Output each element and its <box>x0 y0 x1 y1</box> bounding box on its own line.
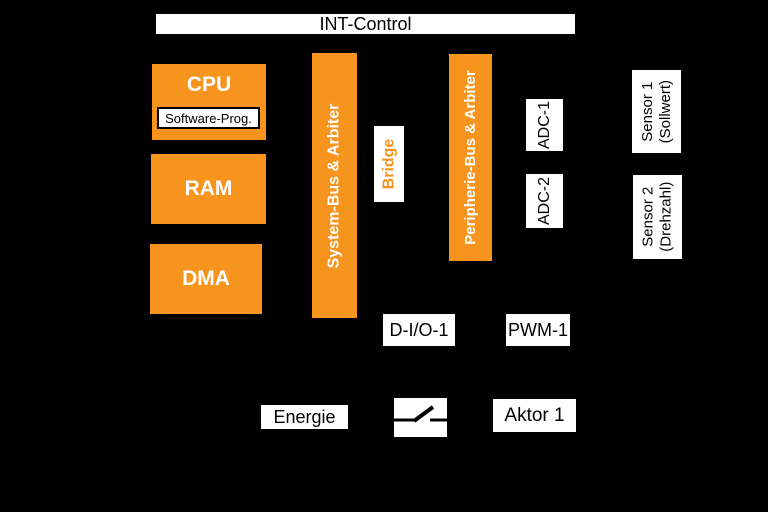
pwm1-block: PWM-1 <box>504 312 572 348</box>
sensor1-label: Sensor 1 (Sollwert) <box>639 80 674 143</box>
energie-label: Energie <box>273 406 336 427</box>
ram-label: RAM <box>184 177 233 200</box>
adc2-block: ADC-2 <box>524 172 565 230</box>
sensor2-label: Sensor 2 (Drehzahl) <box>640 182 675 252</box>
system-bus-arbiter-label: System-Bus & Arbiter <box>325 103 343 268</box>
int-control-block: INT-Control <box>154 12 577 36</box>
bridge-label: Bridge <box>380 138 398 190</box>
adc1-block: ADC-1 <box>524 97 565 153</box>
system-bus-arbiter-block: System-Bus & Arbiter <box>312 53 357 318</box>
bridge-block: Bridge <box>373 125 405 203</box>
peripheral-bus-arbiter-block: Peripherie-Bus & Arbiter <box>449 54 492 261</box>
pwm1-label: PWM-1 <box>508 319 568 340</box>
aktor1-label: Aktor 1 <box>504 404 565 426</box>
dio1-label: D-I/O-1 <box>389 319 449 340</box>
cpu-block: CPU Software-Prog. <box>152 64 266 140</box>
sensor2-line2: (Drehzahl) <box>657 181 675 253</box>
dma-label: DMA <box>182 267 230 290</box>
sensor2-block: Sensor 2 (Drehzahl) <box>631 173 684 261</box>
adc1-label: ADC-1 <box>535 100 553 150</box>
switch-block <box>394 398 447 437</box>
ram-block: RAM <box>151 154 266 224</box>
int-control-label: INT-Control <box>319 13 412 34</box>
dma-block: DMA <box>150 244 262 314</box>
aktor1-block: Aktor 1 <box>491 397 578 434</box>
energie-block: Energie <box>259 403 350 431</box>
cpu-label: CPU <box>186 73 232 96</box>
software-prog-label: Software-Prog. <box>165 110 252 126</box>
sensor1-block: Sensor 1 (Sollwert) <box>630 68 683 155</box>
sensor1-line1: Sensor 1 <box>638 81 656 142</box>
software-prog-block: Software-Prog. <box>157 107 260 129</box>
peripheral-bus-arbiter-label: Peripherie-Bus & Arbiter <box>462 70 479 245</box>
open-switch-icon <box>394 398 447 437</box>
sensor2-line1: Sensor 2 <box>639 186 657 248</box>
sensor1-line2: (Sollwert) <box>656 79 674 144</box>
dio1-block: D-I/O-1 <box>381 312 457 348</box>
adc2-label: ADC-2 <box>535 176 553 226</box>
